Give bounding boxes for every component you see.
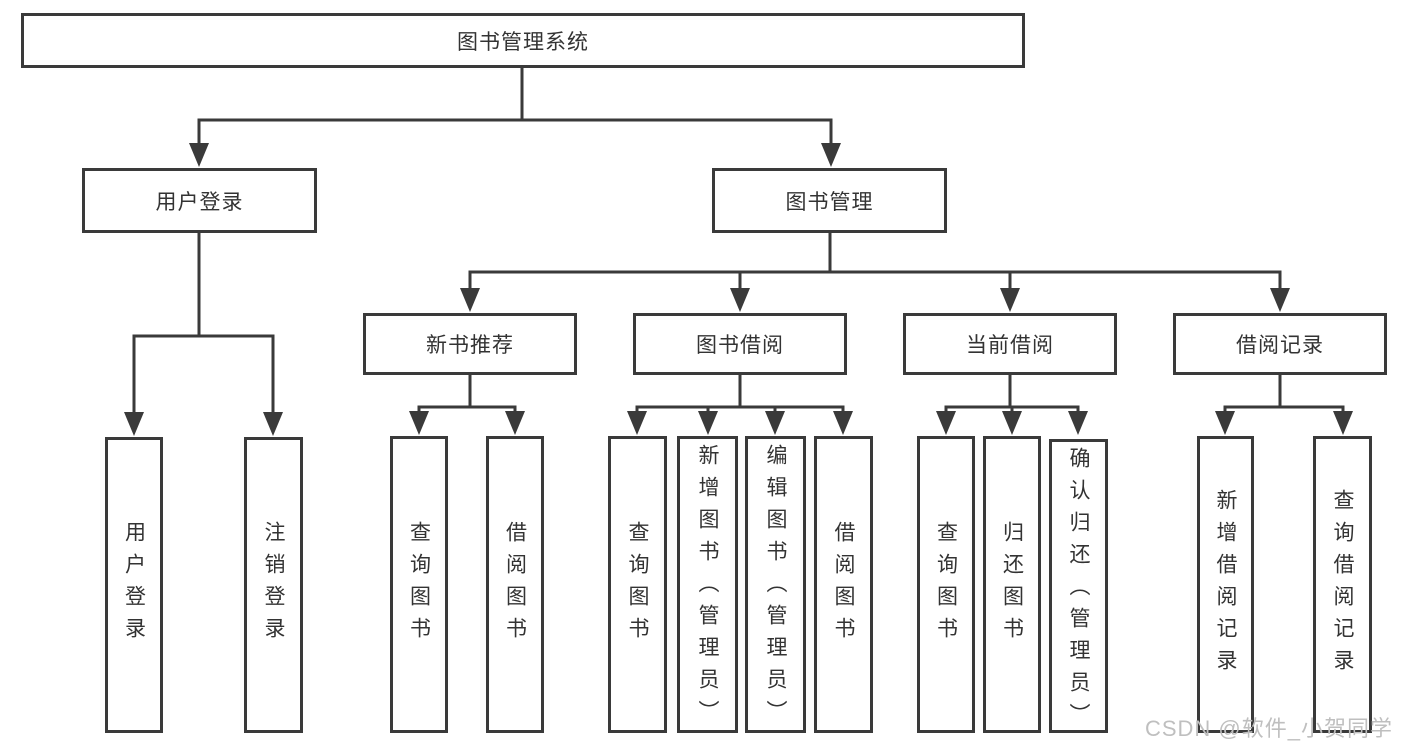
leaf-label: 新增借阅记录: [1214, 488, 1238, 681]
connector-newbook-to-leaves: [409, 373, 525, 435]
node-label: 借阅记录: [1236, 334, 1324, 357]
connector-records-to-leaves: [1215, 373, 1353, 435]
connector-bookborrow-to-leaves: [627, 373, 853, 435]
node-user-login: 用户登录: [82, 168, 317, 233]
leaf-return-books: 归还图书: [983, 436, 1041, 733]
connector-bookmgmt-to-level3: [460, 231, 1290, 312]
node-label: 当前借阅: [966, 334, 1054, 357]
node-borrowing-records: 借阅记录: [1173, 313, 1387, 375]
connector-currentborrow-to-leaves: [936, 373, 1088, 435]
leaf-label: 用户登录: [122, 521, 146, 649]
node-label: 图书管理: [785, 190, 874, 214]
node-book-borrowing: 图书借阅: [633, 313, 847, 375]
node-label: 用户登录: [155, 190, 244, 214]
leaf-label: 借阅图书: [503, 520, 527, 649]
leaf-label: 查询图书: [934, 520, 958, 649]
node-label: 新书推荐: [426, 334, 514, 357]
leaf-query-books-borrowing: 查询图书: [608, 436, 667, 733]
leaf-label: 归还图书: [1000, 520, 1024, 649]
leaf-logout: 注销登录: [244, 437, 303, 733]
leaf-borrow-books-recommend: 借阅图书: [486, 436, 544, 733]
node-label: 图书管理系统: [457, 30, 589, 54]
node-label: 图书借阅: [696, 334, 784, 357]
leaf-confirm-return-admin: 确认归还（管理员）: [1049, 439, 1108, 735]
leaf-label: 确认归还（管理员）: [1067, 447, 1091, 735]
node-current-borrowing: 当前借阅: [903, 313, 1117, 375]
leaf-add-borrow-record: 新增借阅记录: [1197, 436, 1254, 733]
csdn-watermark: CSDN @软件_小贺同学: [1144, 716, 1393, 741]
node-library-system: 图书管理系统: [21, 13, 1025, 68]
leaf-label: 编辑图书（管理员）: [764, 444, 788, 732]
leaf-label: 新增图书（管理员）: [696, 444, 720, 732]
leaf-edit-books-admin: 编辑图书（管理员）: [745, 436, 806, 733]
leaf-query-books-recommend: 查询图书: [390, 436, 448, 733]
leaf-borrow-books-borrowing: 借阅图书: [814, 436, 873, 733]
node-new-book-recommend: 新书推荐: [363, 313, 577, 375]
leaf-label: 查询借阅记录: [1331, 488, 1355, 681]
leaf-add-books-admin: 新增图书（管理员）: [677, 436, 738, 733]
leaf-label: 注销登录: [262, 521, 286, 649]
leaf-query-borrow-record: 查询借阅记录: [1313, 436, 1372, 733]
leaf-query-books-current: 查询图书: [917, 436, 975, 733]
leaf-label: 借阅图书: [832, 520, 856, 649]
connector-userlogin-to-leaves: [124, 231, 283, 436]
leaf-label: 查询图书: [626, 520, 650, 649]
connector-root-to-level2: [189, 66, 841, 167]
leaf-user-login: 用户登录: [105, 437, 163, 733]
node-book-management: 图书管理: [712, 168, 947, 233]
leaf-label: 查询图书: [407, 520, 431, 649]
